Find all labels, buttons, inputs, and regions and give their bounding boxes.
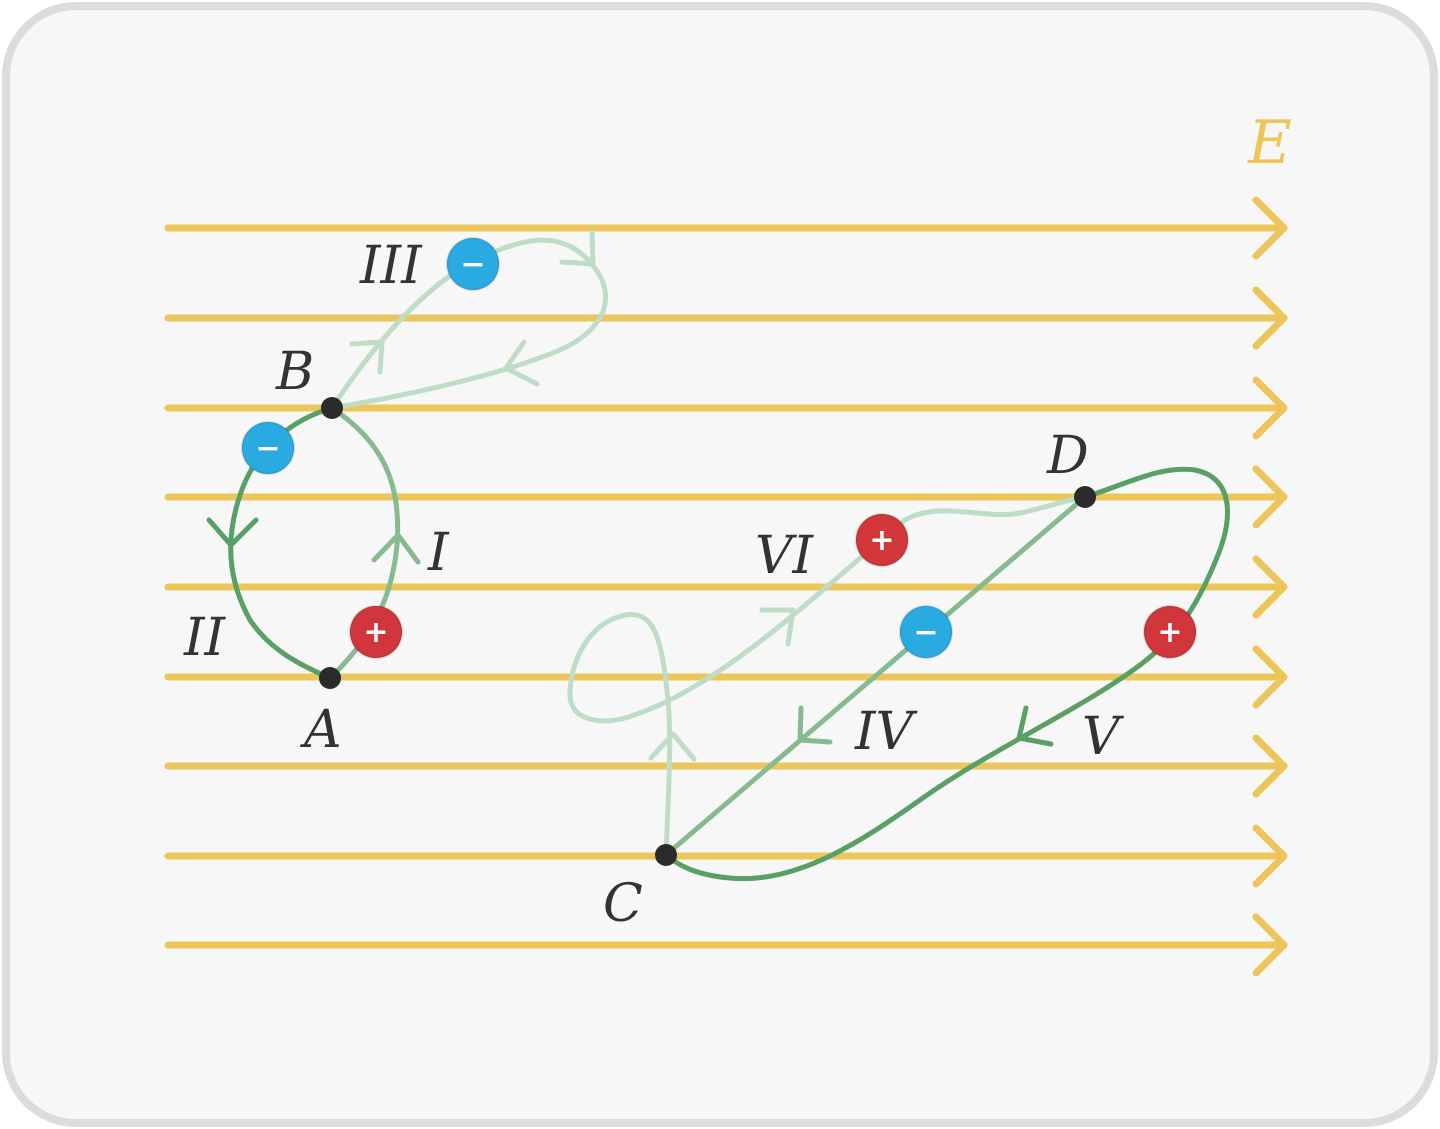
field-line bbox=[164, 734, 1288, 798]
positive-charge-sign: + bbox=[869, 523, 894, 558]
positive-charge-circle bbox=[349, 605, 403, 659]
points bbox=[319, 397, 1096, 866]
label-path-ii: II bbox=[183, 608, 227, 668]
label-point-c: C bbox=[603, 874, 643, 934]
point-d bbox=[1074, 486, 1096, 508]
field-line bbox=[164, 196, 1288, 260]
arrow-head bbox=[648, 731, 697, 762]
field-line bbox=[164, 645, 1288, 709]
negative-charge-circle bbox=[899, 605, 953, 659]
arrow-head bbox=[1016, 705, 1054, 747]
negative-charge: − bbox=[241, 421, 295, 475]
arrow-head bbox=[206, 517, 259, 548]
negative-charge-sign: − bbox=[255, 431, 280, 466]
positive-charge-circle bbox=[855, 513, 909, 567]
path-vi bbox=[567, 494, 1088, 858]
arrow-head bbox=[797, 705, 833, 745]
field-lines bbox=[164, 196, 1288, 977]
positive-charge-circle bbox=[1143, 605, 1197, 659]
label-point-a: A bbox=[300, 700, 342, 760]
field-line bbox=[164, 555, 1288, 619]
label-point-d: D bbox=[1046, 426, 1089, 486]
path-v bbox=[663, 466, 1230, 882]
charges: − − + + − + bbox=[241, 237, 1197, 659]
arrow-head bbox=[349, 339, 385, 375]
arrow-head bbox=[371, 532, 421, 565]
arrow-head bbox=[759, 607, 796, 647]
negative-charge-circle bbox=[446, 237, 500, 291]
label-path-i: I bbox=[427, 523, 450, 583]
positive-charge-sign: + bbox=[363, 615, 388, 650]
field-line bbox=[164, 824, 1288, 888]
label-point-b: B bbox=[275, 342, 314, 402]
field-label-e: E bbox=[1247, 108, 1292, 178]
negative-charge-sign: − bbox=[913, 615, 938, 650]
point-b bbox=[321, 397, 343, 419]
arrow-head bbox=[559, 229, 596, 267]
path-iii bbox=[329, 229, 609, 411]
positive-charge: + bbox=[1143, 605, 1197, 659]
negative-charge: − bbox=[899, 605, 953, 659]
positive-charge: + bbox=[349, 605, 403, 659]
field-line bbox=[164, 286, 1288, 350]
label-path-v: V bbox=[1082, 707, 1124, 767]
field-line bbox=[164, 376, 1288, 440]
label-path-iv: IV bbox=[854, 702, 918, 762]
label-path-vi: VI bbox=[755, 526, 815, 586]
field-line bbox=[164, 913, 1288, 977]
point-c bbox=[655, 844, 677, 866]
point-a bbox=[319, 667, 341, 689]
path-iv bbox=[663, 494, 1088, 858]
negative-charge-circle bbox=[241, 421, 295, 475]
label-path-iii: III bbox=[359, 236, 423, 296]
negative-charge: − bbox=[446, 237, 500, 291]
arrow-head bbox=[503, 339, 540, 387]
positive-charge-sign: + bbox=[1157, 615, 1182, 650]
negative-charge-sign: − bbox=[460, 247, 485, 282]
positive-charge: + bbox=[855, 513, 909, 567]
field-line bbox=[164, 465, 1288, 529]
